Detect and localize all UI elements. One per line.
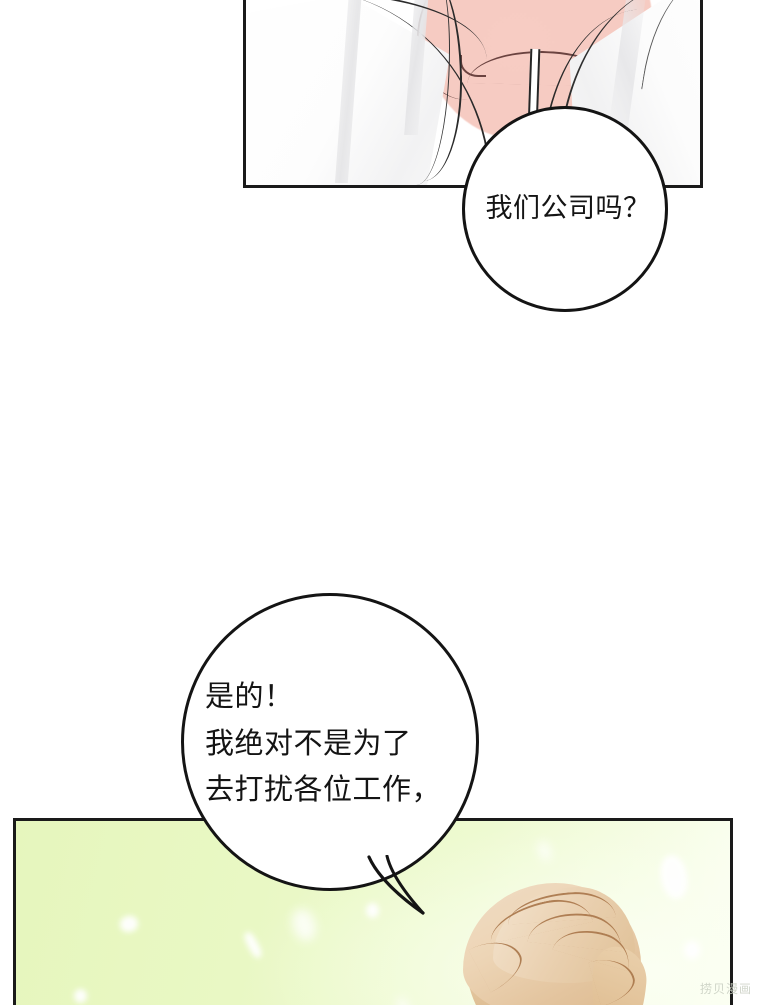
bokeh-sparkle bbox=[657, 853, 691, 901]
bokeh-sparkle bbox=[242, 930, 264, 960]
speech-bubble-1-text: 我们公司吗？ bbox=[485, 193, 651, 224]
speech-bubble-1: 我们公司吗？ bbox=[462, 106, 668, 312]
bokeh-sparkle bbox=[535, 839, 554, 863]
site-watermark: 捞贝漫画 bbox=[699, 982, 752, 996]
speech-bubble-2: 是的！ 我绝对不是为了 去打扰各位工作， bbox=[181, 593, 479, 891]
bokeh-sparkle bbox=[366, 903, 379, 918]
bokeh-sparkle bbox=[288, 906, 320, 944]
chin-notch-stroke bbox=[460, 55, 486, 77]
bokeh-sparkle bbox=[395, 996, 413, 1005]
character-blond-man bbox=[441, 883, 656, 1005]
bokeh-sparkle bbox=[74, 989, 87, 1003]
bokeh-sparkle bbox=[684, 941, 700, 959]
speech-bubble-2-text: 是的！ 我绝对不是为了 去打扰各位工作， bbox=[205, 680, 442, 807]
bokeh-sparkle bbox=[118, 913, 140, 935]
